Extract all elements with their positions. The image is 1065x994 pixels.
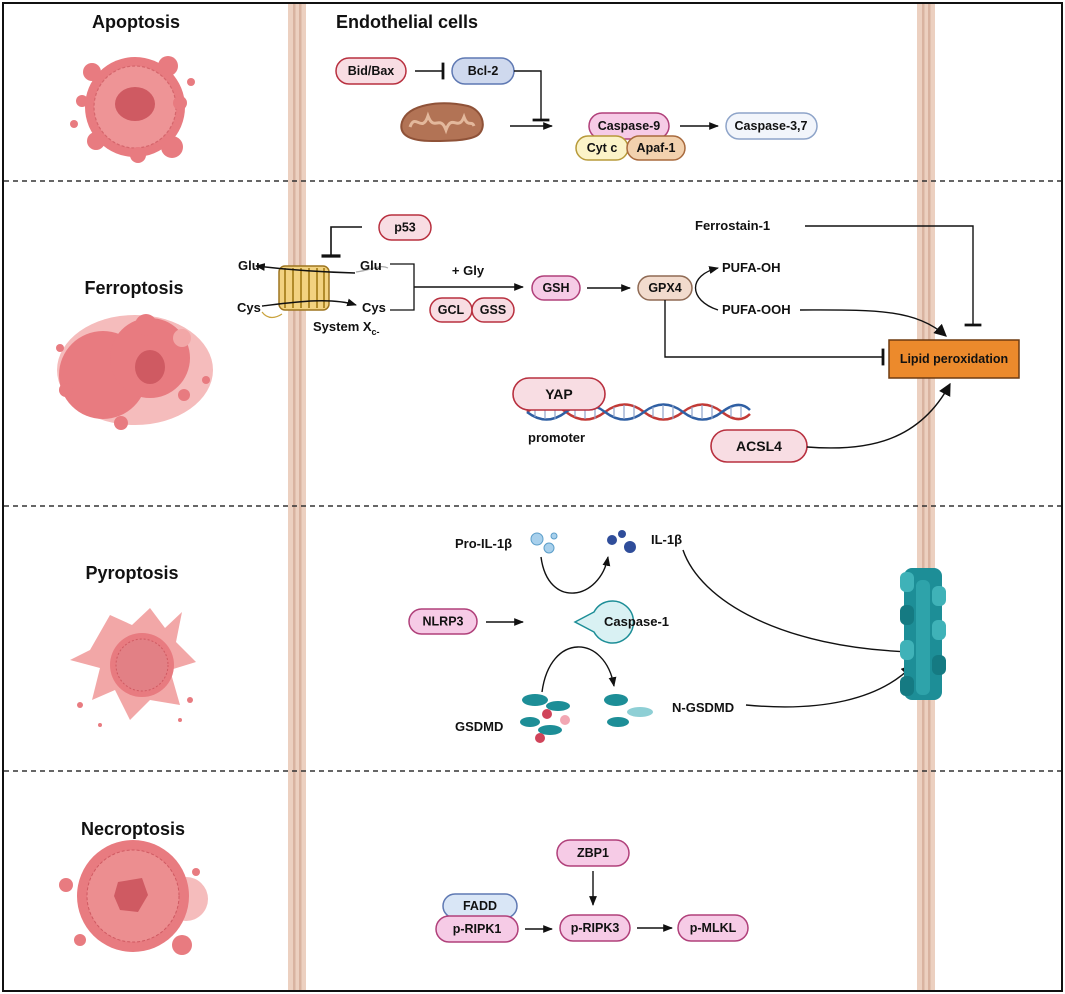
necroptosis-cell-icon (59, 840, 208, 955)
gly-label: + Gly (452, 263, 485, 278)
caspase1-label: Caspase-1 (604, 614, 669, 629)
pore-channel-icon (900, 568, 946, 700)
p-ripk3-label: p-RIPK3 (571, 921, 620, 935)
apaf1-node (626, 135, 686, 161)
cys-out-label: Cys (237, 300, 261, 315)
gcl-label: GCL (438, 303, 465, 317)
section-title-ferroptosis: Ferroptosis (84, 278, 183, 298)
mitochondrion-icon (400, 102, 484, 143)
gsh-label: GSH (542, 281, 569, 295)
glu-in-label: Glu (360, 258, 382, 273)
header-title: Endothelial cells (336, 12, 478, 32)
glu-out-label: Glu (238, 258, 260, 273)
pyroptosis-cell-icon (70, 608, 196, 727)
apoptosis-cell-icon (70, 56, 195, 163)
gsdmd-protein-icon (520, 694, 570, 743)
n-gsdmd-protein-icon (604, 694, 653, 727)
nlrp3-node (408, 608, 478, 635)
gsh-node (531, 275, 581, 301)
system-xc-label: System Xc- (313, 319, 380, 337)
ferrostain-inhibit-line (805, 225, 982, 327)
yap-node (512, 377, 606, 411)
cys-squiggle (261, 311, 283, 319)
zbp1-label: ZBP1 (577, 846, 609, 860)
caspase37-node (725, 112, 818, 140)
cytc-label: Cyt c (587, 141, 618, 155)
bid-bax-node (335, 57, 407, 85)
ferroptosis-cell-icon (56, 314, 213, 430)
left-membrane (288, 4, 306, 990)
gpx4-inhibit-line (664, 300, 885, 366)
il1b-molecules-icon (607, 530, 636, 553)
system-xc-main: System X (313, 319, 372, 334)
glu-squiggle (355, 266, 389, 273)
section-title-apoptosis: Apoptosis (92, 12, 180, 32)
pufa-ooh-label: PUFA-OOH (722, 302, 791, 317)
p-ripk1-node (435, 915, 519, 943)
bid-bax-label: Bid/Bax (348, 64, 395, 78)
n-gsdmd-to-pore-arrow (745, 664, 914, 708)
pufa-oh-label: PUFA-OH (722, 260, 781, 275)
glu-export-arrow (255, 263, 356, 274)
cys-in-label: Cys (362, 300, 386, 315)
caspase9-node (588, 112, 670, 140)
gss-node (471, 297, 515, 323)
promoter-label: promoter (528, 430, 585, 445)
caspase9-label: Caspase-9 (598, 119, 661, 133)
acsl4-node (710, 429, 808, 463)
gss-label: GSS (480, 303, 506, 317)
apaf1-label: Apaf-1 (637, 141, 676, 155)
bcl2-label: Bcl-2 (468, 64, 499, 78)
n-gsdmd-label: N-GSDMD (672, 700, 734, 715)
nlrp3-label: NLRP3 (423, 615, 464, 629)
caspase37-label: Caspase-3,7 (735, 119, 808, 133)
pufa-conversion-arrow (694, 266, 719, 311)
zbp1-node (556, 839, 630, 867)
gsdmd-label: GSDMD (455, 719, 503, 734)
p-ripk1-label: p-RIPK1 (453, 922, 502, 936)
pro-il1b-label: Pro-IL-1β (455, 536, 512, 551)
p53-node (378, 214, 432, 241)
gsdmd-cleavage-arrow (541, 646, 617, 693)
section-title-pyroptosis: Pyroptosis (85, 563, 178, 583)
lipid-peroxidation-label: Lipid peroxidation (900, 352, 1008, 366)
p-mlkl-label: p-MLKL (690, 921, 737, 935)
bcl2-inhibit-line (514, 70, 550, 122)
il1b-to-pore-arrow (682, 549, 915, 658)
lipid-peroxidation-node (888, 339, 1020, 379)
acsl4-to-lipid-arrow (806, 382, 951, 449)
il1b-label: IL-1β (651, 532, 682, 547)
pro-il1b-molecules-icon (530, 532, 558, 554)
pufa-ooh-to-lipid-arrow (799, 309, 947, 337)
p-ripk3-node (559, 914, 631, 942)
p53-label: p53 (394, 221, 416, 235)
p-mlkl-node (677, 914, 749, 942)
cys-import-arrow (261, 298, 357, 307)
acsl4-label: ACSL4 (736, 438, 782, 454)
yap-label: YAP (545, 386, 573, 402)
system-xc-subscript: c- (372, 327, 380, 337)
section-title-necroptosis: Necroptosis (81, 819, 185, 839)
gpx4-label: GPX4 (648, 281, 681, 295)
p53-inhibits-systemxc (321, 226, 362, 258)
right-membrane (917, 4, 935, 990)
il1b-maturation-arrow (540, 556, 611, 594)
fadd-label: FADD (463, 899, 497, 913)
caspase-1-icon (573, 600, 635, 644)
ferrostain-label: Ferrostain-1 (695, 218, 770, 233)
